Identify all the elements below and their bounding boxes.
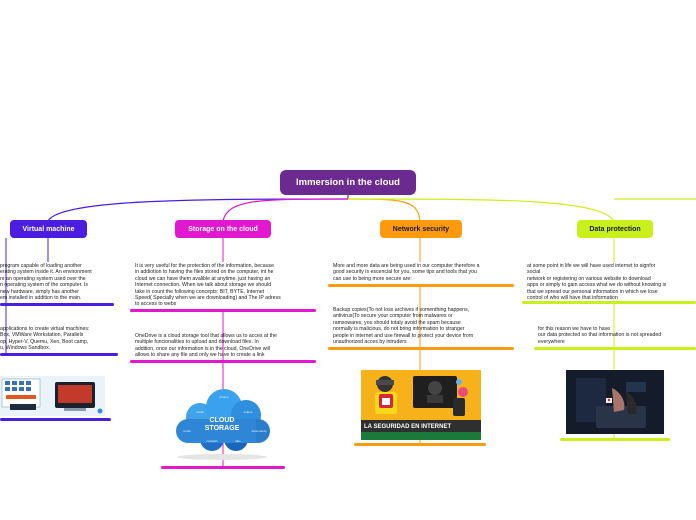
hacker-icon (566, 370, 664, 434)
topic-storage-on-the-cloud[interactable]: Storage on the cloud (175, 220, 271, 238)
topic-label: Storage on the cloud (188, 225, 258, 233)
note-storage-1: It is very useful for the protection of … (135, 263, 281, 308)
note-virtual-machine-2: applications to create virtual machines:… (0, 326, 90, 352)
cloud-tag: photos (219, 395, 229, 399)
computer-icon (1, 378, 103, 414)
image-underline (354, 443, 486, 446)
cloud-tag: music (196, 410, 204, 414)
cloud-storage-image: CLOUD STORAGE photos music videos docume… (172, 385, 272, 463)
note-underline (328, 284, 514, 287)
note-underline (0, 303, 114, 306)
topic-network-security[interactable]: Network security (380, 220, 462, 238)
note-underline (328, 347, 514, 350)
note-network-security-1: More and more data are being used in our… (333, 263, 480, 282)
cloud-tag: email (183, 429, 191, 433)
note-underline (130, 309, 316, 312)
cloud-tag: files (235, 439, 241, 443)
cloud-tag: contacts (206, 439, 218, 443)
storage-label: STORAGE (205, 425, 240, 432)
central-topic[interactable]: Immersion in the cloud (280, 170, 416, 195)
topic-label: Data protection (589, 225, 641, 233)
topic-virtual-machine[interactable]: Virtual machine (10, 220, 87, 238)
virtual-machine-image (0, 376, 105, 416)
note-data-protection-2: for this reason we have to have our data… (538, 326, 662, 345)
security-banner-label: LA SEGURIDAD EN INTERNET (364, 424, 451, 430)
central-topic-label: Immersion in the cloud (296, 177, 400, 188)
note-network-security-2: Backup copies(To not loss archives if so… (333, 307, 474, 346)
cloud-tag: videos (244, 410, 253, 414)
topic-label: Virtual machine (22, 225, 75, 233)
cloud-label: CLOUD (210, 417, 235, 424)
cloud-icon: CLOUD STORAGE photos music videos docume… (176, 389, 270, 460)
note-underline (0, 353, 118, 356)
note-underline (522, 301, 696, 304)
network-security-image: LA SEGURIDAD EN INTERNET (361, 370, 481, 440)
note-storage-2: OneDrive is a cloud storage tool that al… (135, 333, 277, 359)
note-data-protection-1: at some point in life we will have used … (527, 263, 667, 301)
image-underline (0, 418, 111, 421)
note-virtual-machine-1: program capable of loading another erati… (0, 263, 92, 302)
image-underline (560, 438, 670, 441)
note-underline (534, 347, 696, 350)
image-underline (161, 466, 285, 469)
topic-label: Network security (392, 225, 450, 233)
security-icon: LA SEGURIDAD EN INTERNET (361, 370, 481, 440)
note-underline (130, 360, 316, 363)
cloud-tag: documents (252, 429, 267, 433)
data-protection-image (566, 370, 664, 434)
topic-data-protection[interactable]: Data protection (577, 220, 653, 238)
